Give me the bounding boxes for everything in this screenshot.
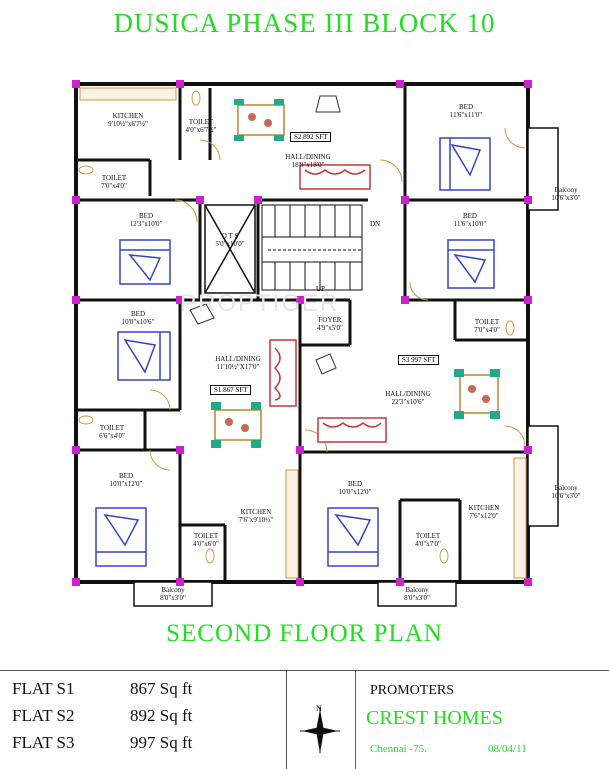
- sofa-icon: [299, 164, 371, 190]
- toilet-icon: [439, 548, 449, 564]
- floor-title: SECOND FLOOR PLAN: [166, 620, 443, 647]
- flat-tag-s2: S2 892 SFT: [290, 132, 332, 142]
- plan-date: 08/04/11: [488, 743, 527, 755]
- balcony-bottom-left: [133, 581, 213, 607]
- dining-sets: [211, 99, 500, 448]
- bed-icon: [447, 239, 495, 289]
- bed-icon: [95, 507, 147, 567]
- balcony-right-top: [527, 127, 559, 211]
- sofas: [269, 164, 387, 443]
- promoter-city: Chennai -75.: [370, 743, 427, 755]
- watermark: PROPTIGER: [180, 290, 340, 317]
- sofa-icon: [317, 417, 387, 443]
- beds: [95, 137, 495, 567]
- staircase: [261, 204, 363, 291]
- flat-tag-s1: S1 867 SFT: [210, 385, 252, 395]
- ots-shaft: [204, 204, 256, 294]
- flat-tag-s3: S3 997 SFT: [398, 355, 440, 365]
- washbasin-icon: [189, 303, 215, 325]
- dining-table-icon: [234, 99, 285, 141]
- bed-icon: [327, 507, 379, 567]
- toilet-icon: [78, 165, 94, 175]
- sofa-icon: [269, 339, 297, 407]
- stair-dn-label: DN: [370, 220, 381, 228]
- divider: [355, 671, 356, 769]
- balcony-bottom-right: [377, 581, 457, 607]
- plan-title: DUSICA PHASE III BLOCK 10: [113, 8, 496, 38]
- toilet-icon: [191, 90, 201, 106]
- floor-plan-drawing: [72, 80, 559, 607]
- washbasin-icon: [315, 353, 337, 375]
- divider: [286, 671, 287, 769]
- compass-label: N: [316, 704, 322, 713]
- appliance-icons: [189, 95, 341, 375]
- balconies: [133, 127, 559, 607]
- washbasin-icon: [315, 95, 341, 113]
- toilet-icon: [78, 415, 94, 425]
- dining-table-icon: [211, 402, 262, 448]
- interior-walls: [74, 86, 526, 582]
- promoters-heading: PROMOTERS: [370, 683, 455, 698]
- columns: [72, 80, 532, 586]
- kitchen-counters: [79, 87, 527, 579]
- stair-up-label: UP: [316, 285, 325, 293]
- promoter-name: CREST HOMES: [366, 707, 503, 729]
- balcony-right-bottom: [527, 425, 559, 527]
- toilet-fixtures: [78, 90, 515, 564]
- toilet-icon: [505, 320, 515, 336]
- bed-icon: [117, 331, 171, 381]
- dining-table-icon: [454, 369, 500, 419]
- toilet-icon: [205, 548, 215, 564]
- bed-icon: [119, 239, 171, 285]
- compass-icon: [300, 707, 340, 753]
- bed-icon: [439, 137, 491, 191]
